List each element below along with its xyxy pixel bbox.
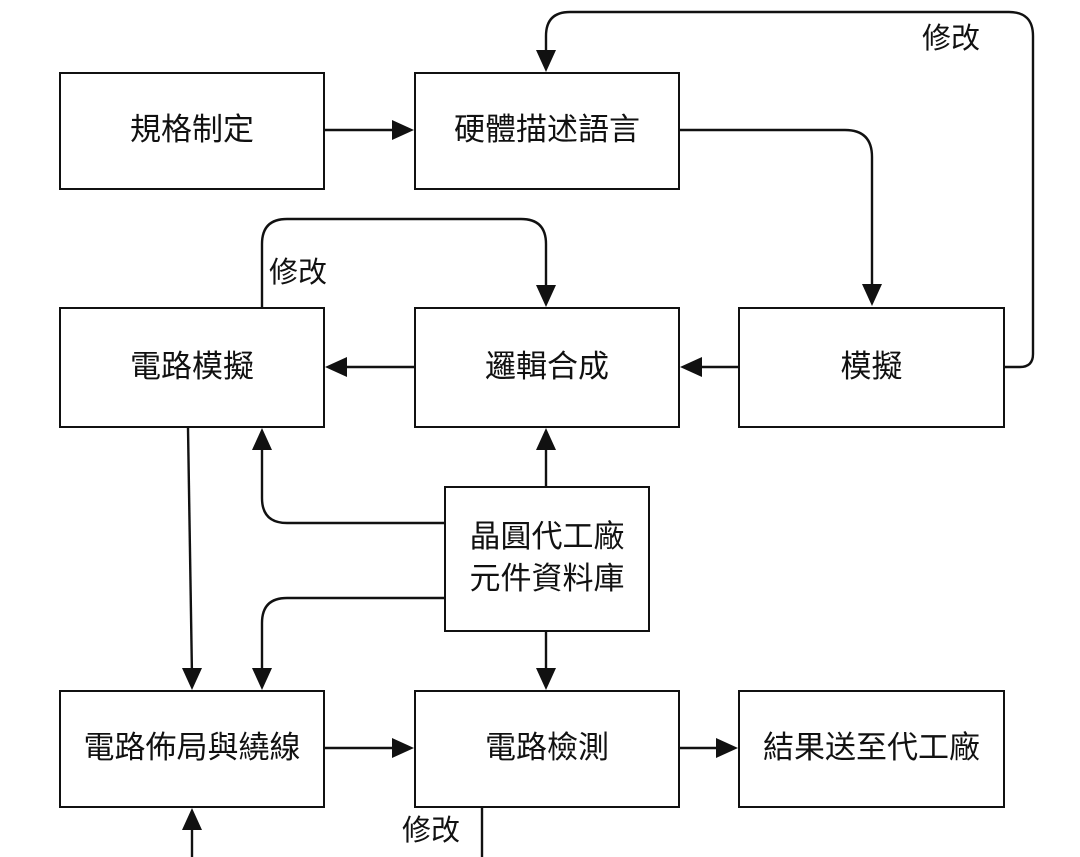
- node-circuit-test: 電路檢測: [414, 690, 680, 808]
- arrow-lib-to-circuit-sim: [260, 442, 444, 525]
- arrowhead-lib-to-logic: [536, 428, 556, 450]
- node-foundry-library: 晶圓代工廠 元件資料庫: [444, 486, 650, 632]
- arrow-circuit-sim-modify-to-logic: [260, 217, 548, 307]
- arrow-circuit-sim-to-layout: [186, 427, 194, 677]
- arrowhead-layout-to-circuit-test: [392, 738, 414, 758]
- node-sim-label: 模擬: [840, 348, 903, 385]
- node-foundry-library-line2: 元件資料庫: [469, 561, 625, 597]
- node-logic-synthesis-label: 邏輯合成: [485, 348, 609, 385]
- arrowhead-circuit-test-to-send: [716, 738, 738, 758]
- arrowhead-sim-to-logic: [680, 357, 702, 377]
- arrowhead-logic-to-circuit-sim: [325, 357, 347, 377]
- node-hdl: 硬體描述語言: [414, 72, 680, 190]
- node-circuit-test-label: 電路檢測: [485, 730, 609, 767]
- edge-label-modify-top: 修改: [922, 21, 981, 55]
- arrowhead-lib-to-circuit-sim: [252, 428, 272, 450]
- node-logic-synthesis: 邏輯合成: [414, 307, 680, 428]
- arrow-lib-to-layout: [260, 596, 444, 676]
- arrowhead-spec-to-hdl: [392, 120, 414, 140]
- edge-label-modify-middle: 修改: [269, 255, 328, 289]
- arrowhead-hdl-to-sim: [862, 284, 882, 306]
- node-spec-label: 規格制定: [130, 112, 254, 149]
- node-foundry-library-line1: 晶圓代工廠: [469, 519, 625, 556]
- node-layout-routing-label: 電路佈局與繞線: [83, 730, 301, 767]
- edge-label-modify-bottom: 修改: [402, 813, 461, 847]
- node-spec: 規格制定: [59, 72, 325, 190]
- arrowhead-sim-modify-to-hdl: [536, 50, 556, 72]
- node-hdl-label: 硬體描述語言: [454, 112, 640, 149]
- node-circuit-sim-label: 電路模擬: [130, 348, 254, 385]
- arrow-sim-modify-to-hdl: [544, 10, 1035, 369]
- arrowhead-circuit-sim-to-layout: [182, 668, 202, 690]
- node-layout-routing: 電路佈局與繞線: [59, 690, 325, 808]
- arrow-hdl-to-sim: [680, 128, 874, 292]
- node-send-to-foundry-label: 結果送至代工廠: [763, 730, 980, 767]
- node-sim: 模擬: [738, 307, 1005, 428]
- node-send-to-foundry: 結果送至代工廠: [738, 690, 1005, 808]
- arrowhead-lib-to-circuit-test: [536, 668, 556, 690]
- node-circuit-sim: 電路模擬: [59, 307, 325, 428]
- arrowhead-circuit-sim-modify-to-logic: [536, 285, 556, 307]
- arrowhead-modify-loop-to-layout: [182, 808, 202, 830]
- arrowhead-lib-to-layout: [252, 668, 272, 690]
